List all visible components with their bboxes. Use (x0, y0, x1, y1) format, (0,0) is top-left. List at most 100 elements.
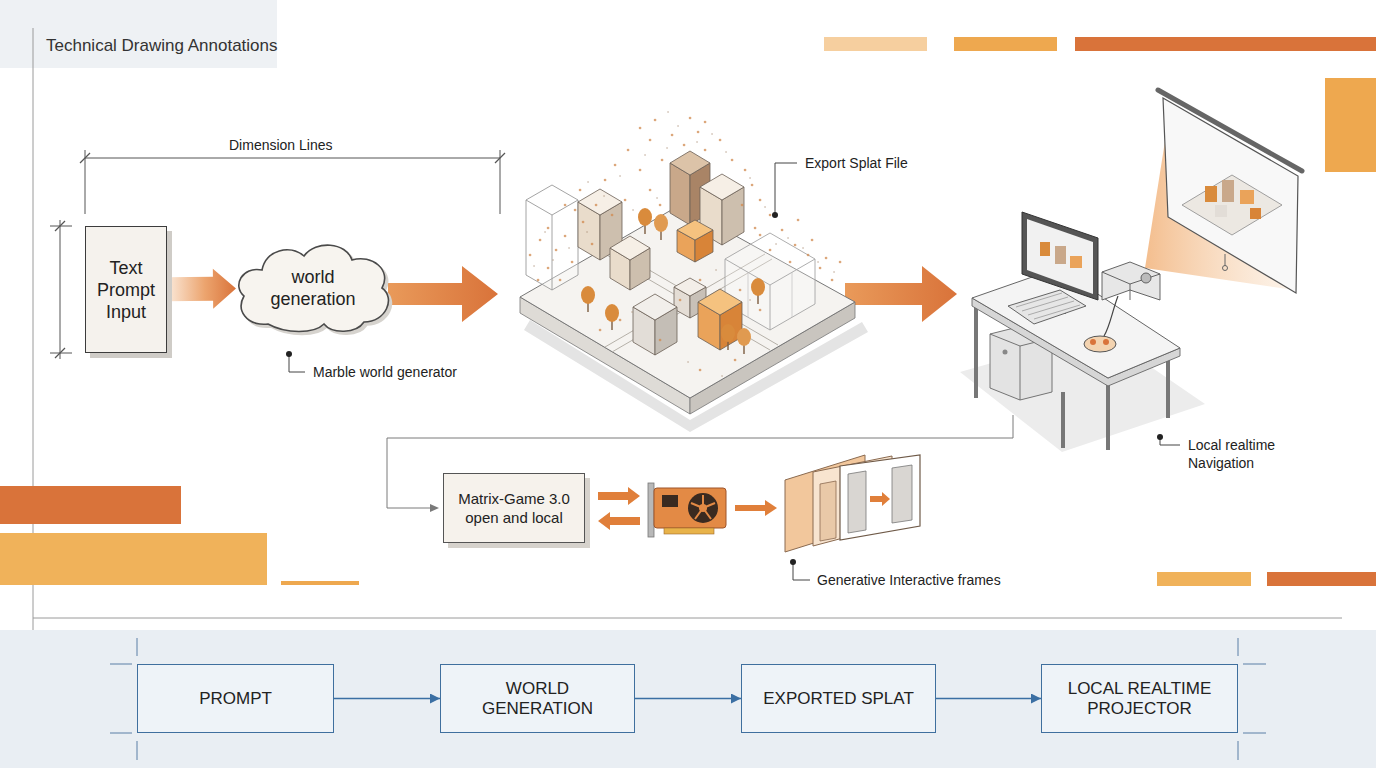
gpu-arrow (598, 512, 640, 530)
tick-line (137, 741, 138, 760)
gpu-fan (688, 493, 718, 523)
tick-line (110, 733, 132, 734)
callout-label: Local realtime Navigation (1188, 436, 1300, 472)
accent-bar (281, 581, 359, 585)
flow-band (0, 630, 1376, 768)
tree (605, 304, 619, 322)
gpu-bracket (648, 483, 654, 537)
cloud-node: world generation (228, 236, 398, 340)
monitor-image (1040, 242, 1050, 256)
building-roof (610, 236, 650, 260)
leader-dot (286, 351, 292, 357)
tick-line (110, 664, 132, 665)
leader-dot (1157, 434, 1163, 440)
desk-leg (974, 304, 978, 398)
screen-image (1222, 180, 1234, 202)
flow-step: PROMPT (137, 664, 334, 733)
node-content: world generation (262, 266, 364, 310)
node-text: WORLD GENERATION (451, 679, 624, 719)
node-text: EXPORTED SPLAT (763, 689, 914, 709)
keyboard (1008, 290, 1086, 324)
frame-panel (840, 455, 920, 540)
frame-arrow (870, 492, 890, 506)
leader-line (1160, 437, 1180, 445)
node-content: WORLD GENERATION (451, 679, 624, 719)
node-content: Text Prompt Input (91, 257, 161, 323)
flow-connector (334, 698, 440, 700)
screen-roller (1158, 90, 1302, 171)
node-content: LOCAL REALTIME PROJECTOR (1052, 679, 1227, 719)
gpu-arrow (598, 487, 640, 505)
gpu-pins (664, 528, 714, 534)
accent-bar (1075, 37, 1376, 51)
input-box: Text Prompt Input (85, 226, 167, 353)
building-roof (700, 174, 744, 200)
tick-line (137, 638, 138, 656)
tree (638, 208, 652, 226)
leader-line (793, 562, 810, 580)
flow-arrow (845, 266, 957, 322)
building-roof (677, 220, 713, 240)
accent-bar (1157, 572, 1251, 586)
header-panel (0, 0, 277, 68)
node-text: Text Prompt Input (91, 257, 161, 323)
building-roof (670, 151, 710, 175)
dimension-label: Dimension Lines (229, 136, 333, 154)
flow-step: LOCAL REALTIME PROJECTOR (1041, 664, 1238, 733)
leader-dot (772, 212, 778, 218)
monitor-screen (1027, 219, 1093, 294)
cloud-shape (228, 236, 398, 340)
splat-particles (534, 112, 834, 376)
screen-pull (1225, 254, 1226, 266)
desk-leg (1106, 378, 1110, 450)
wireframe-edge (725, 259, 815, 285)
controller-button (1090, 339, 1096, 345)
process-box: Matrix-Game 3.0 open and local (443, 473, 585, 543)
frame-line (33, 618, 1342, 619)
dimension-line (60, 220, 61, 359)
screen-image (1250, 208, 1261, 219)
extension-line (85, 150, 86, 214)
flow-step: EXPORTED SPLAT (741, 664, 936, 733)
extension-line (500, 150, 501, 214)
diagram-title: Technical Drawing Annotations (46, 36, 278, 56)
wire-arrowhead (430, 504, 439, 512)
accent-bar (1325, 78, 1376, 172)
frame-content (848, 471, 866, 533)
tick-line (1238, 741, 1239, 760)
monitor-image (1070, 256, 1082, 268)
tree (721, 324, 735, 342)
accent-bar (824, 37, 927, 51)
controller (1084, 336, 1116, 352)
cloud-outline (239, 245, 389, 331)
callout-label: Generative Interactive frames (817, 571, 1001, 589)
dimension-tick (495, 153, 505, 163)
leader-dot (790, 559, 796, 565)
desk-leg (1166, 354, 1170, 418)
projector (1130, 284, 1131, 300)
tree (751, 278, 765, 296)
leader-line (289, 354, 305, 372)
building-roof (698, 289, 742, 315)
flow-arrow-shape (167, 269, 236, 310)
gpu-fan-hub (699, 504, 707, 512)
building-roof (633, 294, 677, 320)
desk-leg (1061, 392, 1065, 448)
screen-image (1182, 175, 1282, 235)
node-text: Matrix-Game 3.0 open and local (448, 489, 580, 527)
node-content: Matrix-Game 3.0 open and local (448, 489, 580, 527)
building-roof (578, 189, 622, 215)
keyboard-keys (1016, 293, 1080, 319)
accent-bar (1267, 572, 1376, 586)
wireframe-edge (770, 285, 771, 330)
flow-connector (635, 698, 741, 700)
gpu-chip (662, 495, 678, 507)
screen-image (1240, 190, 1254, 204)
accent-bar (954, 37, 1057, 51)
tree (581, 286, 595, 304)
dimension-line (85, 158, 500, 159)
node-text: world generation (262, 266, 364, 310)
dimension-tick (80, 153, 90, 163)
